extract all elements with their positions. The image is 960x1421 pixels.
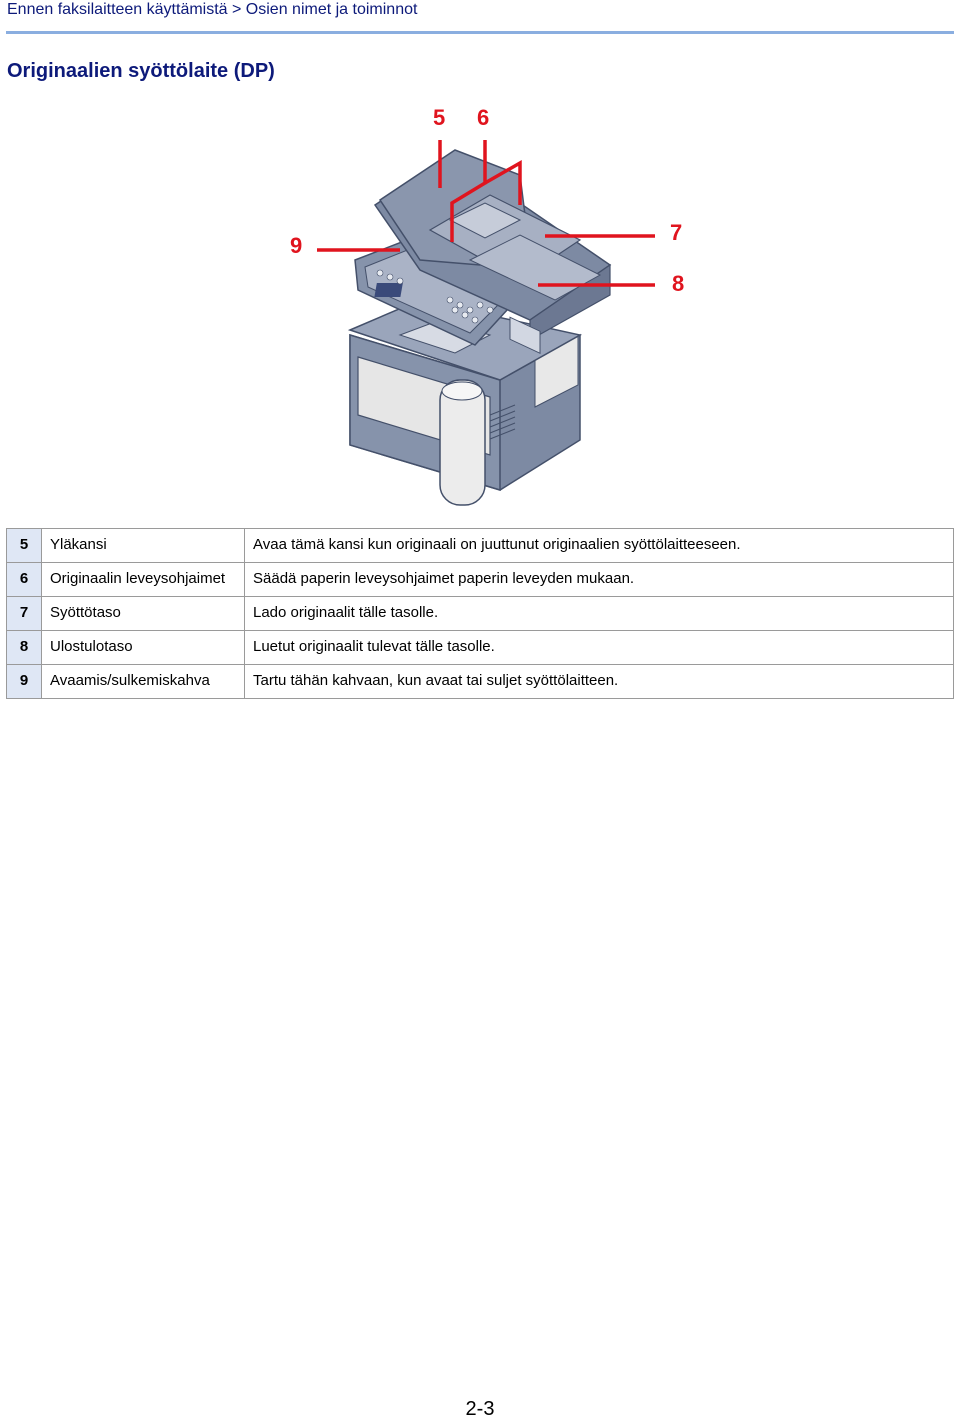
- table-row: 9 Avaamis/sulkemiskahva Tartu tähän kahv…: [6, 664, 954, 699]
- part-name: Avaamis/sulkemiskahva: [41, 664, 245, 699]
- printer-illustration: [317, 140, 655, 506]
- header-rule: [6, 31, 954, 34]
- part-name: Ulostulotaso: [41, 630, 245, 665]
- part-number: 7: [6, 596, 42, 631]
- part-number: 8: [6, 630, 42, 665]
- breadcrumb: Ennen faksilaitteen käyttämistä > Osien …: [7, 1, 418, 18]
- part-name: Syöttötaso: [41, 596, 245, 631]
- part-number: 9: [6, 664, 42, 699]
- callout-6: 6: [477, 105, 490, 130]
- table-row: 8 Ulostulotaso Luetut originaalit tuleva…: [6, 630, 954, 665]
- parts-table: 5 Yläkansi Avaa tämä kansi kun originaal…: [6, 528, 954, 699]
- part-name: Yläkansi: [41, 528, 245, 563]
- part-description: Luetut originaalit tulevat tälle tasolle…: [244, 630, 954, 665]
- page-number: 2-3: [465, 1398, 495, 1420]
- callout-7: 7: [670, 220, 683, 245]
- part-description: Lado originaalit tälle tasolle.: [244, 596, 954, 631]
- part-description: Tartu tähän kahvaan, kun avaat tai sulje…: [244, 664, 954, 699]
- part-description: Avaa tämä kansi kun originaali on juuttu…: [244, 528, 954, 563]
- table-row: 5 Yläkansi Avaa tämä kansi kun originaal…: [6, 528, 954, 563]
- callout-9: 9: [290, 233, 303, 258]
- table-row: 7 Syöttötaso Lado originaalit tälle taso…: [6, 596, 954, 631]
- part-description: Säädä paperin leveysohjaimet paperin lev…: [244, 562, 954, 597]
- page-title: Originaalien syöttölaite (DP): [7, 60, 275, 82]
- callout-5: 5: [433, 105, 446, 130]
- part-number: 5: [6, 528, 42, 563]
- part-name: Originaalin leveysohjaimet: [41, 562, 245, 597]
- part-number: 6: [6, 562, 42, 597]
- table-row: 6 Originaalin leveysohjaimet Säädä paper…: [6, 562, 954, 597]
- callout-8: 8: [672, 271, 685, 296]
